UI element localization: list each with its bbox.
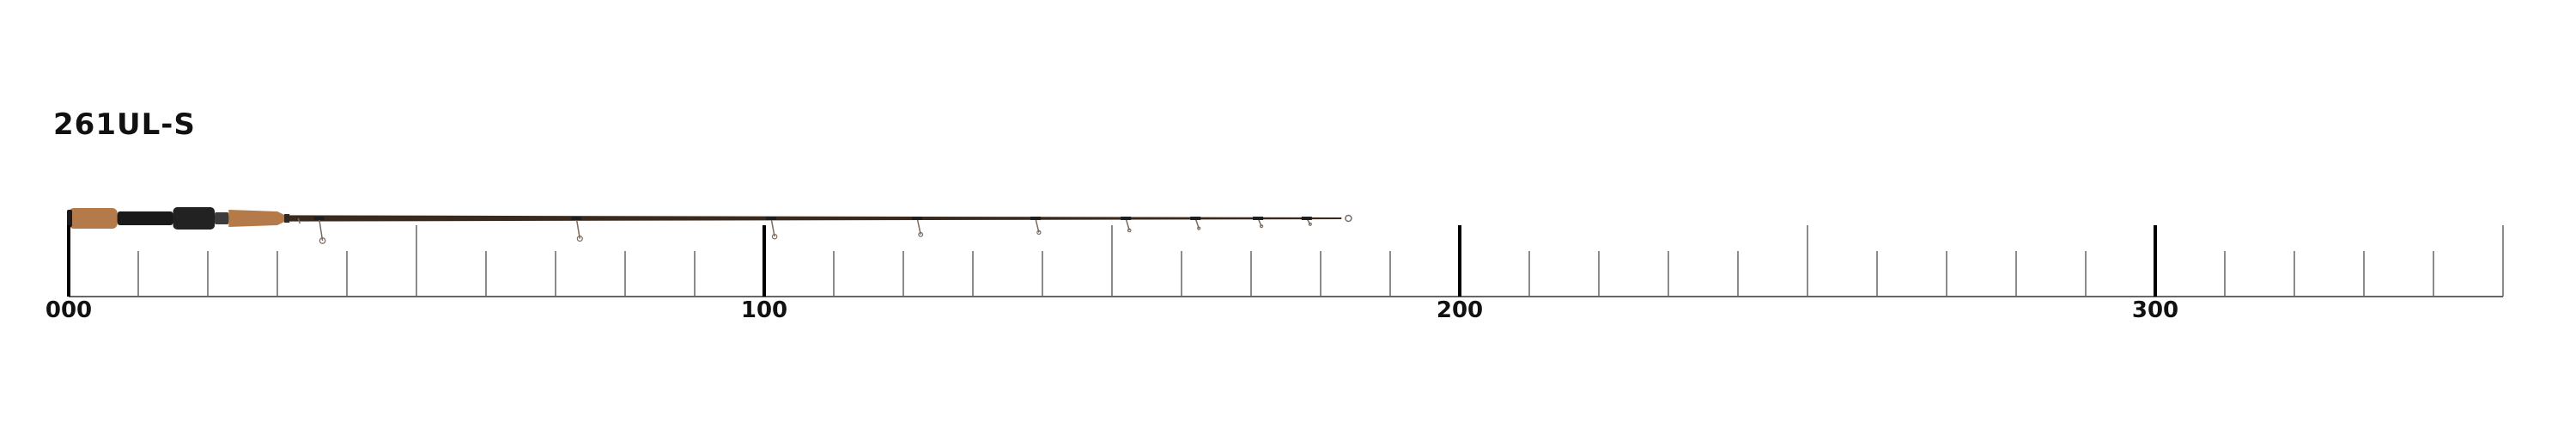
scale-label-300: 300 xyxy=(2131,297,2179,323)
rod-guide xyxy=(575,217,581,239)
model-title: 261UL-S xyxy=(53,107,196,142)
rod-guide-ring xyxy=(1259,224,1264,229)
guide-wrap xyxy=(766,217,777,220)
tip-top xyxy=(1345,214,1352,223)
scale-label-100: 100 xyxy=(740,297,788,323)
rod-blank xyxy=(103,215,1342,222)
reel-seat-hood xyxy=(173,207,216,230)
hook-keeper xyxy=(297,217,301,224)
rod-guide-ring xyxy=(771,233,778,240)
rod-guide-ring xyxy=(918,231,924,237)
rod-guide xyxy=(1125,217,1130,231)
guide-wrap xyxy=(1253,217,1264,220)
rod-guide-ring xyxy=(1308,222,1312,226)
reel-seat xyxy=(117,211,173,225)
guide-wrap xyxy=(1301,217,1312,220)
rod-guide xyxy=(916,217,921,235)
reel-seat-ring xyxy=(215,212,229,224)
guide-wrap xyxy=(912,217,923,220)
fore-grip-cork xyxy=(228,210,285,227)
scale-label-000: 000 xyxy=(45,297,93,323)
rod-guide xyxy=(770,217,775,237)
winding-check xyxy=(284,214,290,223)
rod-guide-ring xyxy=(1036,230,1042,236)
guide-wrap xyxy=(1030,217,1041,220)
rod-guide-ring xyxy=(1127,228,1132,233)
guide-wrap xyxy=(313,217,325,220)
rod-guide xyxy=(318,217,324,242)
scale-label-200: 200 xyxy=(1436,297,1484,323)
rod-guide-ring xyxy=(576,236,583,242)
butt-cork xyxy=(69,208,118,229)
guide-wrap xyxy=(1121,217,1132,220)
guide-wrap xyxy=(571,217,582,220)
rod-guide xyxy=(1035,217,1040,233)
rod-guide-ring xyxy=(319,237,326,244)
rod-guide-ring xyxy=(1197,226,1201,230)
guide-wrap xyxy=(1190,217,1201,220)
butt-cap xyxy=(67,210,72,227)
